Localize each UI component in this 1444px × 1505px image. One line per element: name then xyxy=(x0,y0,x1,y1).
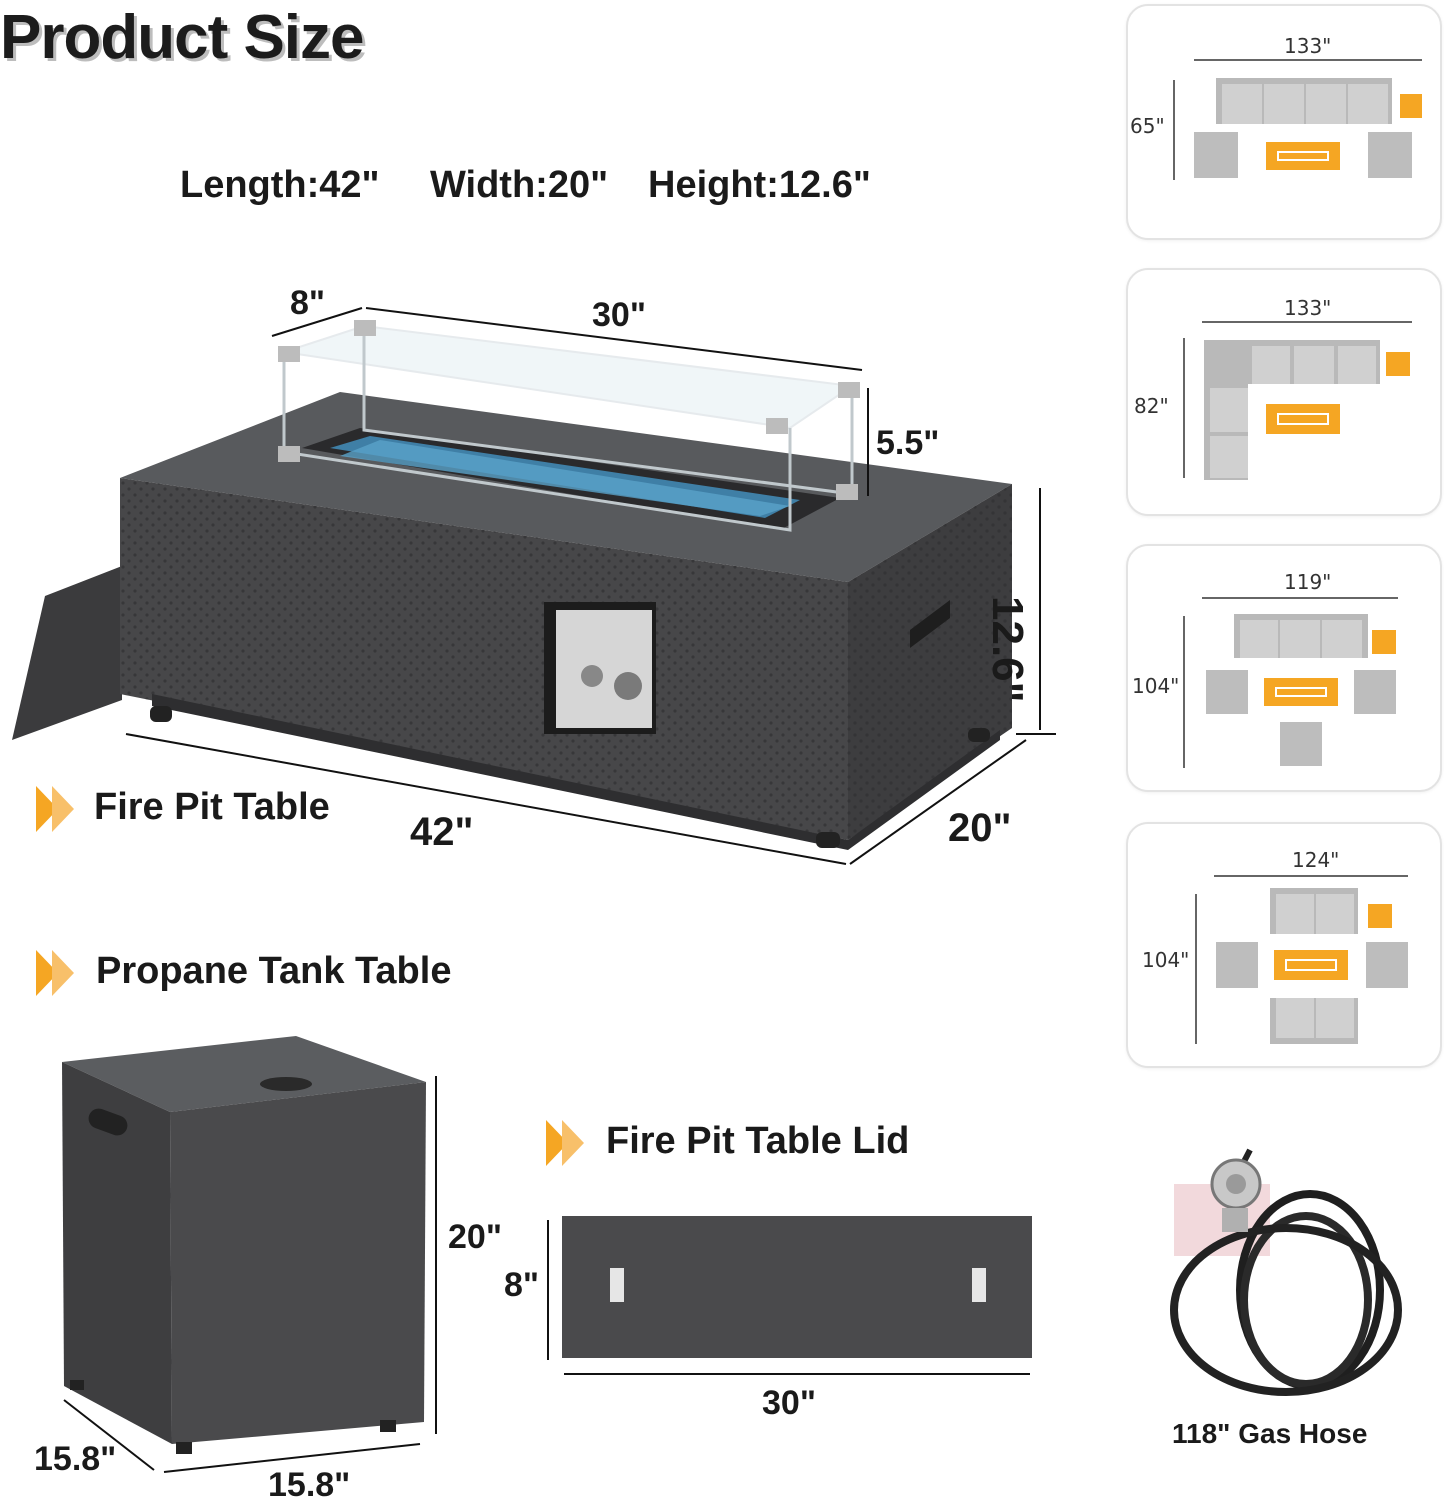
dim-propane-width: 15.8" xyxy=(268,1466,351,1504)
gas-hose-icon xyxy=(1170,1148,1402,1396)
propane-tank-table-label: Propane Tank Table xyxy=(96,950,452,992)
fire-pit-table-label: Fire Pit Table xyxy=(94,786,330,828)
layout-diagram xyxy=(1183,597,1398,768)
gas-hose-label: 118" Gas Hose xyxy=(1172,1418,1368,1449)
layout-depth: 65" xyxy=(1130,114,1165,138)
layout-panel-4: 124" 104" xyxy=(1126,822,1442,1068)
layout-width: 119" xyxy=(1284,570,1332,594)
dim-propane-depth: 15.8" xyxy=(34,1440,117,1478)
double-chevron-icon xyxy=(36,786,74,832)
dim-screen-depth: 8" xyxy=(290,284,326,322)
dim-screen-height: 5.5" xyxy=(876,424,940,462)
double-chevron-icon xyxy=(36,950,74,996)
layout-width: 133" xyxy=(1284,296,1332,320)
layout-depth: 104" xyxy=(1132,674,1180,698)
double-chevron-icon xyxy=(546,1120,584,1166)
dim-table-height: 12.6" xyxy=(983,596,1032,703)
layout-depth: 82" xyxy=(1134,394,1169,418)
layout-depth: 104" xyxy=(1142,948,1190,972)
layout-diagram xyxy=(1195,875,1408,1044)
layout-panel-3: 119" 104" xyxy=(1126,544,1442,792)
page-title: Product Size xyxy=(0,3,365,72)
fire-pit-table-illustration xyxy=(12,307,1056,865)
layout-panel-2: 133" 82" xyxy=(1126,268,1442,516)
spec-height: Height:12.6" xyxy=(648,164,871,206)
dim-screen-length: 30" xyxy=(592,296,646,334)
layout-width: 124" xyxy=(1292,848,1340,872)
fire-pit-lid-illustration xyxy=(547,1216,1032,1375)
propane-tank-table-illustration xyxy=(62,1036,437,1473)
dim-propane-height: 20" xyxy=(448,1218,502,1256)
layout-width: 133" xyxy=(1284,34,1332,58)
spec-length: Length:42" xyxy=(180,164,380,206)
dim-lid-width: 8" xyxy=(504,1266,540,1304)
layout-panel-1: 133" 65" xyxy=(1126,4,1442,240)
dim-table-width: 20" xyxy=(948,806,1012,850)
layout-diagram xyxy=(1183,321,1412,480)
dim-table-length: 42" xyxy=(410,810,474,854)
spec-width: Width:20" xyxy=(430,164,609,206)
dim-lid-length: 30" xyxy=(762,1384,816,1422)
fire-pit-table-lid-label: Fire Pit Table Lid xyxy=(606,1120,910,1162)
layout-diagram xyxy=(1173,59,1422,180)
